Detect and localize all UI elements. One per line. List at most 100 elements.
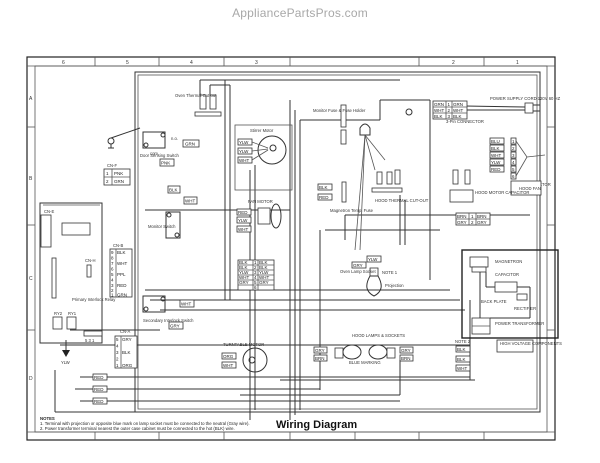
high-voltage-label: HIGH VOLTAGE COMPONENTS xyxy=(500,341,562,346)
note1-label: NOTE 1 xyxy=(382,270,398,275)
cn-b-wire-3: RED xyxy=(117,283,127,288)
monitor-switch: BLK WHT Monitor Switch xyxy=(148,185,198,239)
note2-wire-blk-1: BLK xyxy=(457,347,466,352)
cn-b-label: CN-B xyxy=(113,243,123,248)
magnetron-temp-fuse: BLK RED Magnetron Temp. Fuse xyxy=(317,181,374,213)
six-pin-pin-6: 6 xyxy=(512,174,515,179)
cn-b-wire-5: PPL xyxy=(117,272,126,277)
three-pin-pin-3: 3 xyxy=(448,114,451,119)
col-label-2: 2 xyxy=(452,60,455,66)
cn-f-label: CN-F xyxy=(107,163,117,168)
six-pin-wire-4: YLW xyxy=(491,160,501,165)
row-label-a: A xyxy=(29,96,33,102)
mid-right-2: BLK xyxy=(259,265,268,270)
oven-thermal-cutout: Oven Thermal Cut-out xyxy=(175,93,222,117)
note2-wires: NOTE 2 BLK BLK WHT xyxy=(455,339,471,372)
power-supply-cord: POWER SUPPLY CORD 120V 60 HZ 3-Pin CONNE… xyxy=(405,96,561,124)
cn-b-pin-6: 6 xyxy=(111,267,114,272)
magnetron-temp-fuse-label: Magnetron Temp. Fuse xyxy=(330,208,374,213)
mid-pin-4: 4 xyxy=(254,275,257,280)
brn-gry-left-1: BRN xyxy=(457,214,467,219)
ground-icon xyxy=(405,108,413,116)
mid-left-2: BLK xyxy=(239,265,248,270)
cn-a-pin-4: 4 xyxy=(116,344,119,349)
brn-gry-right-1: BRN xyxy=(477,214,487,219)
stirrer-wire-ylw-1: YLW xyxy=(239,140,249,145)
primary-interlock-relay: CN-E CN-H Primary Interlock Relay RY2 RY… xyxy=(39,202,116,344)
cn-a-pin-1: 1 xyxy=(116,363,119,368)
cn-b-pin-4: 4 xyxy=(111,278,114,283)
door-sensing-switch-label: Door Sensing Switch xyxy=(140,153,180,158)
six-pin-wire-5: RED xyxy=(491,167,501,172)
ry1-label: RY1 xyxy=(68,311,77,316)
hood-lamp-wire-brn-2: BRN xyxy=(401,356,411,361)
six-pin-pin-5: 5 xyxy=(512,167,515,172)
brn-gry-pin-1: 1 xyxy=(471,214,474,219)
col-label-5: 5 xyxy=(126,60,129,66)
cn-a-label: CN-A xyxy=(120,329,130,334)
notes: NOTES 1. Terminal with projection or opp… xyxy=(40,416,250,431)
hood-lamp-wire-gry: GRY xyxy=(315,348,325,353)
power-transformer-label: POWER TRANSFORMER xyxy=(495,321,544,326)
high-voltage-tag: HIGH VOLTAGE COMPONENTS xyxy=(496,339,562,353)
ylw-arrow: YLW xyxy=(61,340,70,365)
hood-motor-capacitor-label: HOOD MOTOR CAPACITOR xyxy=(475,190,529,195)
cn-a-pin-2: 2 xyxy=(116,357,119,362)
diagram-title: Wiring Diagram xyxy=(276,419,357,431)
cn-f-wire-2: GRN xyxy=(114,179,124,184)
turntable-wire-wht: WHT xyxy=(223,363,233,368)
cn-a-pin-5: 5 xyxy=(116,337,119,342)
cn-b-wire-9: BLK xyxy=(117,250,126,255)
lamp-wire-gry: GRY xyxy=(353,263,363,268)
cn-b-wire-7: WHT xyxy=(117,261,127,266)
six-pin-connector: BLU BLK WHT YLW RED 1 2 3 4 5 6 6-PIN CO… xyxy=(489,137,551,187)
secondary-wire-gry: GRY xyxy=(170,324,180,329)
wire-label-grn: GRN xyxy=(185,142,195,147)
monitor-fuse: Monitor Fuse & Fuse Holder xyxy=(313,104,366,145)
three-pin-right-1: GRN xyxy=(453,102,463,107)
mag-fuse-wire-blk: BLK xyxy=(319,185,328,190)
rectifier-label: RECTIFIER xyxy=(514,306,536,311)
blue-marking-label: BLUE MARKING xyxy=(349,360,381,365)
six-pin-wire-3: WHT xyxy=(491,153,501,158)
back-plate-label: BACK PLATE xyxy=(481,299,507,304)
cn-e-label: CN-E xyxy=(44,209,54,214)
note-1: 1. Terminal with projection or opposite … xyxy=(40,421,250,426)
brn-gry-connector: BRN 1 BRN GRY 2 GRY xyxy=(455,212,491,226)
oven-lamp-socket-label: Oven Lamp Socket xyxy=(340,269,376,274)
three-pin-pin-1: 1 xyxy=(448,102,451,107)
fan-wire-ylw: YLW xyxy=(238,218,248,223)
three-pin-left-3: BLK xyxy=(434,114,443,119)
cn-b-pin-3: 3 xyxy=(111,283,114,288)
cn-b-wire-1: GRN xyxy=(117,293,127,298)
cn-f-pin-2: 2 xyxy=(106,179,109,184)
red-wire-1: RED xyxy=(94,375,104,380)
cn-f-wire-1: PNK xyxy=(114,171,123,176)
red-wire-3: RED xyxy=(94,399,104,404)
stirrer-motor: Stirrer Motor YLW YLW WHT xyxy=(234,124,293,191)
lamp-harness xyxy=(354,123,386,251)
cn-a-wire-1: ORG xyxy=(122,363,133,368)
monitor-fuse-label: Monitor Fuse & Fuse Holder xyxy=(313,108,366,113)
three-pin-right-2: WHT xyxy=(453,108,463,113)
cn-b-pin-8: 8 xyxy=(111,256,114,261)
hood-lamp-wire-brn: BRN xyxy=(315,356,325,361)
mid-pin-6: 6 xyxy=(254,285,257,290)
monitor-wire-wht: WHT xyxy=(185,199,195,204)
mid-left-1: BLK xyxy=(239,260,248,265)
col-label-3: 3 xyxy=(255,60,258,66)
three-pin-right-3: BLK xyxy=(453,114,462,119)
diagram-frame xyxy=(26,56,556,441)
hood-lamp-wire-gry-2: GRY xyxy=(401,348,411,353)
cn-f-connector: CN-F 1 PNK 2 GRN xyxy=(103,163,131,186)
cn-b-pin-2: 2 xyxy=(111,288,114,293)
mid-right-1: BLK xyxy=(259,260,268,265)
cn-b-pin-1: 1 xyxy=(111,293,114,298)
three-pin-left-1: GRN xyxy=(434,102,444,107)
stirrer-wire-ylw-2: YLW xyxy=(239,149,249,154)
secondary-interlock-label: Secondary Interlock Switch xyxy=(143,318,194,323)
mid-connector: BLK 1 BLK BLK 2 BLK YLW 3 YLW WHT 4 WHT … xyxy=(237,259,275,291)
col-label-6: 6 xyxy=(62,60,65,66)
ry2-label: RY2 xyxy=(54,311,63,316)
